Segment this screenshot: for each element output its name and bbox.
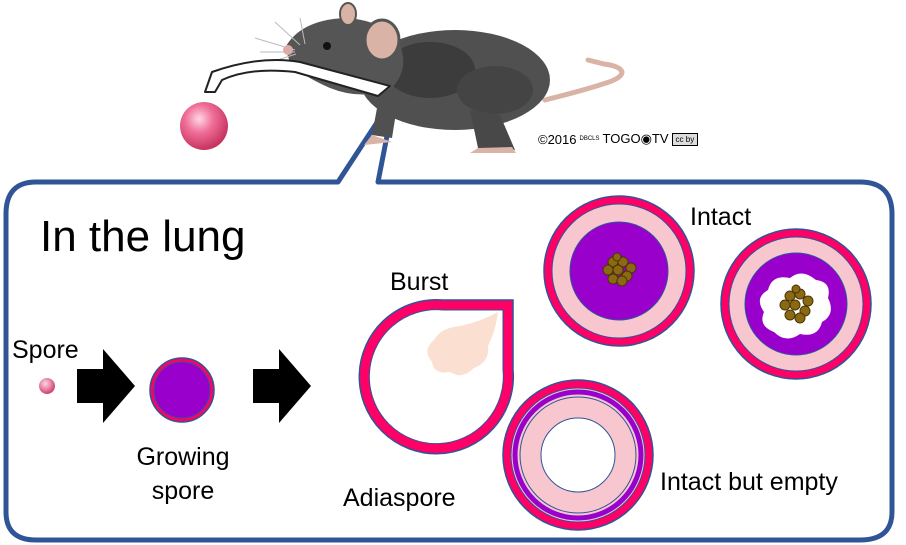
togotv-logo-suffix: TV <box>651 131 669 146</box>
adiaspore-label: Adiaspore <box>343 484 456 512</box>
credit-year: ©2016 <box>538 131 577 147</box>
intact-label: Intact <box>690 203 752 231</box>
nucleus-cluster-1 <box>602 252 637 287</box>
mouse-hind-leg <box>470 110 515 150</box>
cc-license-badge: cc by <box>671 132 699 146</box>
growing-spore <box>149 357 215 423</box>
small-spore <box>39 378 55 394</box>
burst-label: Burst <box>390 268 449 296</box>
growing-spore-label: Growing spore <box>128 440 238 508</box>
burst-contents <box>427 312 498 376</box>
intact-empty-label: Intact but empty <box>660 468 838 496</box>
burst-adiaspore <box>358 298 515 455</box>
inhalation-arrow <box>204 58 391 97</box>
dbcls-logo: DBCLS <box>579 136 600 142</box>
intact-adiaspore-2 <box>720 228 872 380</box>
togotv-logo-brand: TOGO <box>602 131 641 146</box>
inhaled-spore-ball <box>180 102 228 150</box>
copyright-credit: ©2016 DBCLS TOGO◉TV cc by <box>538 131 699 147</box>
mouse-eye <box>323 42 331 50</box>
growing-spore-label-line2: spore <box>151 477 215 505</box>
progress-arrow-2 <box>253 349 311 423</box>
panel-title: In the lung <box>40 212 246 261</box>
spore-label: Spore <box>12 336 79 364</box>
intact-adiaspore-1 <box>543 195 695 347</box>
empty-adiaspore <box>502 379 654 531</box>
nucleus-cluster-2 <box>779 284 814 324</box>
mouse-whiskers <box>254 17 306 65</box>
mouse-tail <box>542 57 625 103</box>
mouse-front-leg <box>372 92 398 138</box>
progress-arrow-1 <box>77 349 135 423</box>
togotv-logo: TOGO◉TV <box>602 131 669 146</box>
mouse-ear <box>363 18 401 62</box>
mouse-illustration <box>254 2 625 153</box>
growing-spore-label-line1: Growing <box>136 443 230 471</box>
